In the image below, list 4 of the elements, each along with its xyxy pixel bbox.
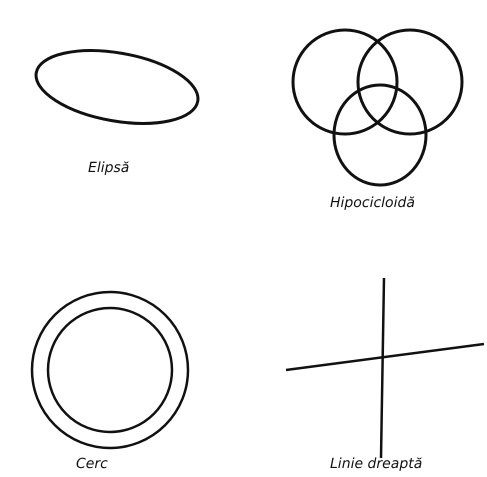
caption: Hipocicloidă [330,195,415,211]
caption: Cerc [76,456,108,472]
caption: Linie dreaptă [330,456,422,472]
caption: Elipsă [88,160,130,176]
